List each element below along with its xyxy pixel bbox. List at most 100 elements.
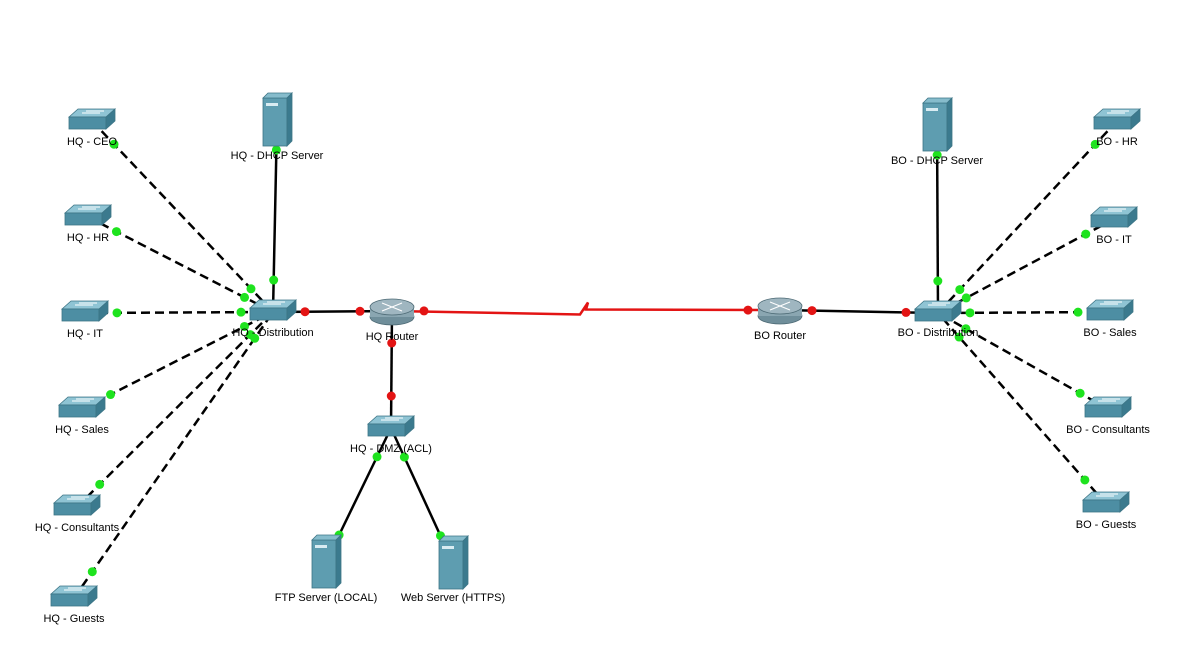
link-hq-sales-hq-dist[interactable] — [81, 310, 274, 411]
router-icon — [757, 297, 803, 325]
link-hq-router-bo-router[interactable] — [391, 301, 781, 316]
straight-through-cable — [779, 308, 939, 315]
link-bo-guests-bo-dist[interactable] — [937, 312, 1107, 505]
device-label-hq-consultants: HQ - Consultants — [34, 522, 120, 534]
crossover-cable — [72, 311, 275, 599]
switch-bo-hr[interactable] — [1092, 108, 1142, 130]
link-up-indicator — [236, 307, 246, 317]
device-label-web: Web Server (HTTPS) — [400, 592, 506, 604]
link-bo-sales-bo-dist[interactable] — [937, 307, 1111, 318]
device-label-hq-guests: HQ - Guests — [43, 613, 105, 625]
link-up-indicator — [95, 479, 105, 489]
link-down-indicator — [386, 391, 396, 401]
switch-icon — [1081, 491, 1131, 513]
switch-hq-guests[interactable] — [49, 585, 99, 607]
router-bo-router[interactable] — [757, 297, 803, 325]
switch-bo-guests[interactable] — [1081, 491, 1131, 513]
switch-icon — [67, 108, 117, 130]
link-down-indicator — [901, 307, 911, 317]
link-down-indicator — [743, 305, 753, 315]
link-up-indicator — [1073, 307, 1083, 317]
link-up-indicator — [271, 145, 281, 155]
device-label-hq-hr: HQ - HR — [66, 232, 110, 244]
server-icon — [922, 97, 953, 152]
link-up-indicator — [933, 276, 943, 286]
server-icon — [311, 534, 342, 589]
crossover-cable — [91, 120, 274, 313]
switch-icon — [52, 494, 102, 516]
switch-icon — [1085, 299, 1135, 321]
link-down-indicator — [419, 306, 429, 316]
link-bo-dhcp-bo-dist[interactable] — [932, 124, 943, 314]
link-hq-router-hq-dmz[interactable] — [386, 310, 397, 429]
link-up-indicator — [1081, 229, 1091, 239]
link-up-indicator — [111, 227, 121, 237]
switch-icon — [49, 585, 99, 607]
switch-bo-consultants[interactable] — [1083, 396, 1133, 418]
switch-hq-ceo[interactable] — [67, 108, 117, 130]
link-up-indicator — [250, 333, 260, 343]
switch-hq-dmz[interactable] — [366, 415, 416, 437]
link-up-indicator — [961, 293, 971, 303]
switch-icon — [1092, 108, 1142, 130]
link-up-indicator — [87, 567, 97, 577]
link-down-indicator — [807, 306, 817, 316]
switch-icon — [1083, 396, 1133, 418]
link-up-indicator — [961, 324, 971, 334]
switch-icon — [1089, 206, 1139, 228]
device-label-hq-dmz: HQ - DMZ (ACL) — [350, 443, 432, 455]
link-hq-dhcp-hq-dist[interactable] — [269, 119, 281, 313]
device-label-ftp: FTP Server (LOCAL) — [274, 592, 378, 604]
link-up-indicator — [372, 452, 382, 462]
link-up-indicator — [106, 390, 116, 400]
link-up-indicator — [269, 275, 279, 285]
switch-hq-sales[interactable] — [57, 396, 107, 418]
link-up-indicator — [932, 150, 942, 160]
device-label-bo-hr: BO - HR — [1096, 136, 1138, 148]
switch-hq-dist[interactable] — [248, 299, 298, 321]
link-bo-router-bo-dist[interactable] — [779, 306, 939, 317]
server-bo-dhcp[interactable] — [922, 97, 953, 152]
router-hq-router[interactable] — [369, 298, 415, 326]
switch-hq-hr[interactable] — [63, 204, 113, 226]
server-hq-dhcp[interactable] — [262, 92, 293, 147]
switch-hq-it[interactable] — [60, 300, 110, 322]
crossover-cable — [937, 120, 1118, 314]
switch-hq-consultants[interactable] — [52, 494, 102, 516]
link-up-indicator — [240, 292, 250, 302]
link-up-indicator — [239, 321, 249, 331]
switch-bo-dist[interactable] — [913, 300, 963, 322]
link-hq-it-hq-dist[interactable] — [84, 307, 274, 318]
serial-wan-cable — [391, 301, 781, 316]
crossover-cable — [937, 312, 1107, 505]
link-hq-guests-hq-dist[interactable] — [72, 311, 275, 599]
server-icon — [438, 535, 469, 590]
device-label-hq-it: HQ - IT — [66, 328, 104, 340]
link-bo-hr-bo-dist[interactable] — [937, 120, 1118, 314]
link-hq-ceo-hq-dist[interactable] — [91, 120, 274, 313]
straight-through-cable — [389, 310, 394, 429]
link-hq-hr-hq-dist[interactable] — [87, 215, 274, 314]
switch-icon — [913, 300, 963, 322]
switch-icon — [63, 204, 113, 226]
device-label-hq-router: HQ Router — [365, 331, 419, 343]
switch-bo-it[interactable] — [1089, 206, 1139, 228]
device-label-bo-it: BO - IT — [1096, 234, 1132, 246]
switch-icon — [366, 415, 416, 437]
link-bo-consultants-bo-dist[interactable] — [937, 311, 1109, 411]
link-up-indicator — [112, 308, 122, 318]
crossover-cable — [76, 311, 274, 508]
device-label-bo-router: BO Router — [754, 330, 806, 342]
server-ftp[interactable] — [311, 534, 342, 589]
server-web[interactable] — [438, 535, 469, 590]
link-bo-it-bo-dist[interactable] — [937, 217, 1115, 315]
link-up-indicator — [965, 308, 975, 318]
link-up-indicator — [1075, 388, 1085, 398]
device-label-bo-sales: BO - Sales — [1083, 327, 1137, 339]
switch-bo-sales[interactable] — [1085, 299, 1135, 321]
device-label-hq-sales: HQ - Sales — [55, 424, 109, 436]
router-icon — [369, 298, 415, 326]
link-down-indicator — [300, 307, 310, 317]
